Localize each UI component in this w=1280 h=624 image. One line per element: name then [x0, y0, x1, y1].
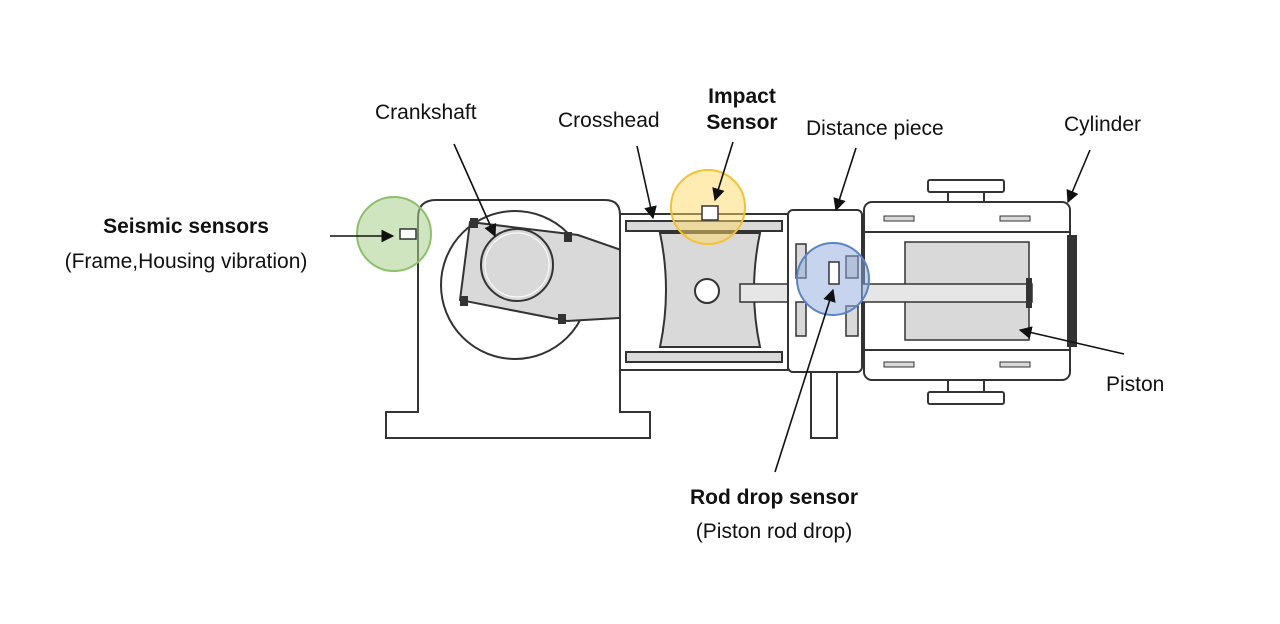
rod-drop-sensor-leader [774, 288, 836, 473]
crosshead-leader [636, 145, 657, 220]
distance-piece-leader [833, 147, 857, 212]
crankshaft-journal-inner [484, 232, 550, 298]
crankshaft-leader [453, 143, 497, 238]
piston-leader [1018, 326, 1125, 355]
seismic-sensor-marker [356, 196, 432, 272]
label-seismic-sensors-sub: (Frame,Housing vibration) [64, 250, 308, 273]
label-crankshaft: Crankshaft [375, 101, 477, 124]
leader-lines [330, 141, 1125, 473]
label-piston: Piston [1106, 373, 1165, 396]
label-seismic-sensors: Seismic sensors [103, 215, 269, 238]
label-rod-drop-sensor-sub: (Piston rod drop) [695, 520, 853, 543]
cylinder-leader [1066, 149, 1091, 204]
piston-rod-inner [861, 283, 1033, 303]
label-impact-sensor: Impact Sensor [690, 84, 794, 136]
label-rod-drop-sensor: Rod drop sensor [689, 486, 858, 509]
rod-drop-sensor-marker [796, 242, 870, 316]
impact-sensor-leader [712, 141, 734, 202]
crosshead-pin [694, 278, 720, 304]
label-impact-sensor-line2: Sensor [706, 111, 778, 134]
piston-rod-end [1026, 278, 1032, 308]
label-cylinder: Cylinder [1064, 113, 1142, 136]
label-crosshead: Crosshead [558, 109, 660, 132]
crankshaft-journal [480, 228, 554, 302]
label-distance-piece: Distance piece [806, 117, 944, 140]
label-impact-sensor-line1: Impact [708, 85, 776, 108]
impact-sensor-marker [670, 169, 746, 245]
